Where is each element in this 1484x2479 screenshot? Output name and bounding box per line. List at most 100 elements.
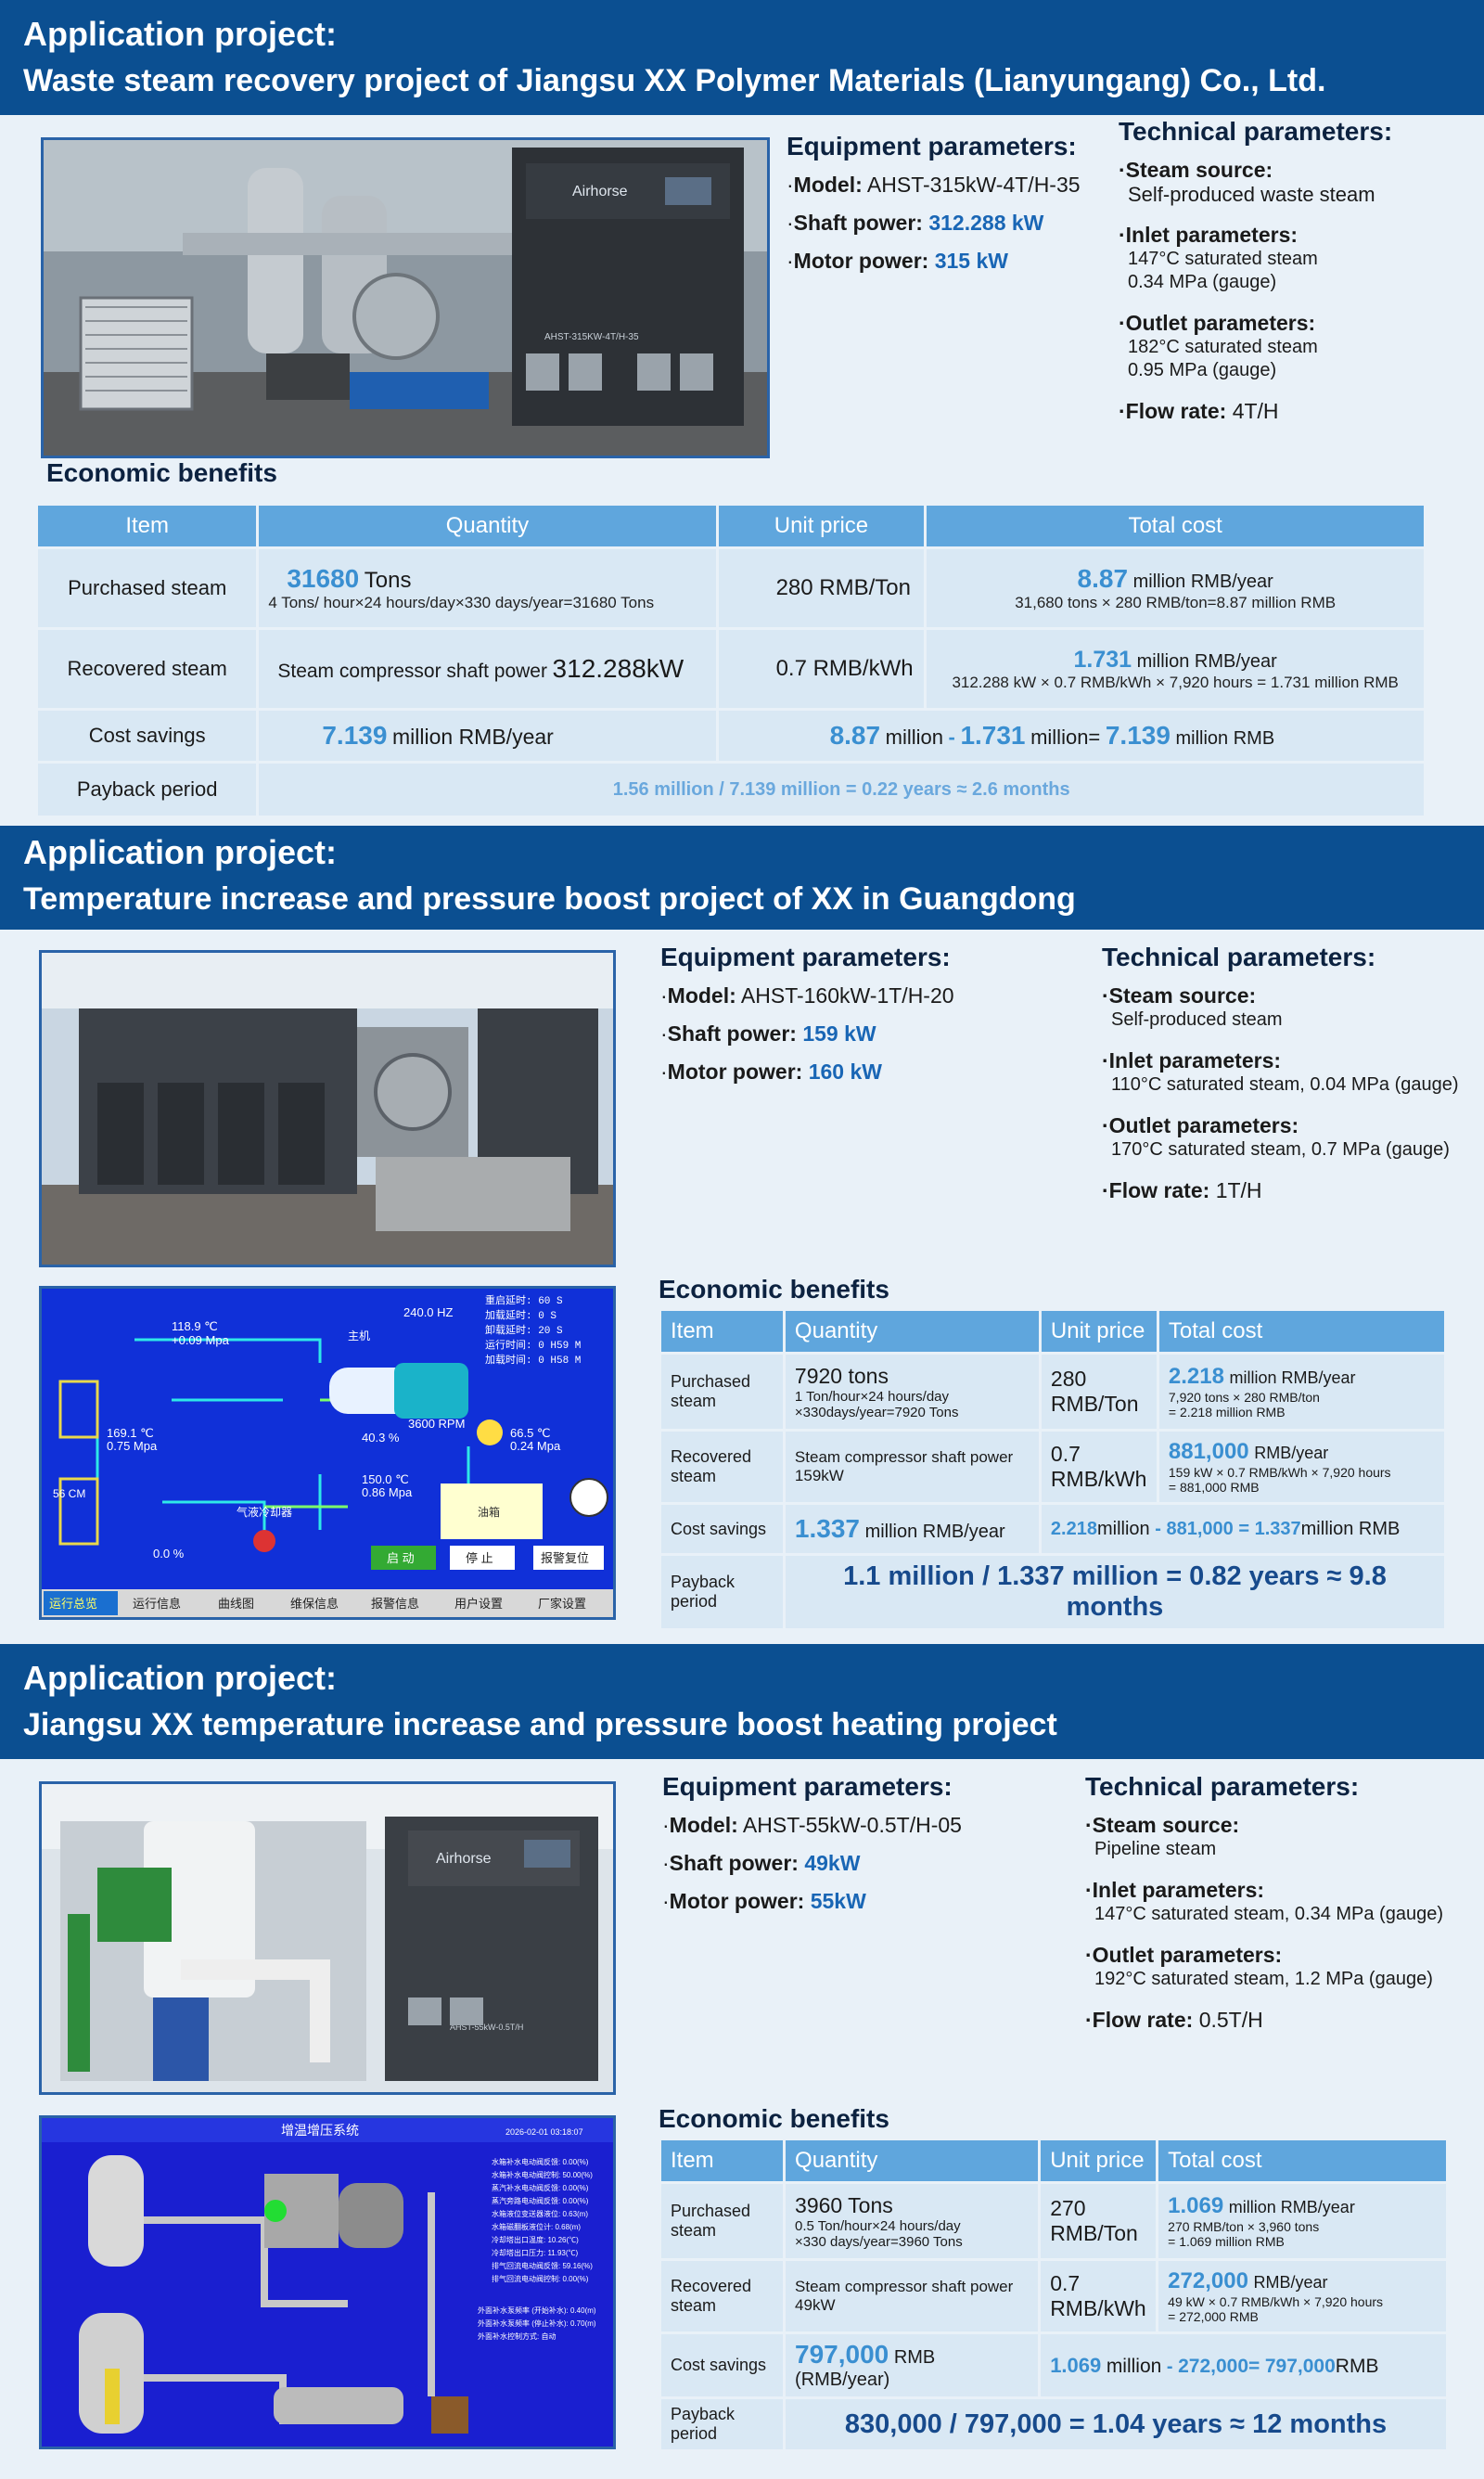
flow-item: ·Flow rate: 4T/H	[1119, 399, 1279, 423]
scada-reading: 排气回流电动阀反馈: 59.16(%)	[492, 2261, 593, 2270]
outlet-value-1: 170°C saturated steam, 0.7 MPa (gauge)	[1111, 1139, 1450, 1160]
recovered-total: 272,000 RMB/year 49 kW × 0.7 RMB/kWh × 7…	[1158, 2261, 1446, 2331]
project-2-heading: Application project:	[23, 833, 338, 871]
motor-power-row: ·Motor power: 160 kW	[660, 1060, 882, 1084]
col-total-cost: Total cost	[1158, 2140, 1446, 2181]
scada-reading: 水箱磁翻板液位计: 0.68(m)	[492, 2222, 581, 2231]
compressor-photo-illustration	[42, 953, 613, 1265]
scada-tab: 维保信息	[290, 1597, 339, 1611]
project-1-economic-title: Economic benefits	[46, 458, 277, 487]
model-value: AHST-160kW-1T/H-20	[740, 983, 954, 1008]
recovered-quantity: Steam compressor shaft power 49kW	[786, 2261, 1039, 2331]
scada-timer: 运行时间: 0 H59 M	[485, 1339, 581, 1352]
outlet-item: ·Outlet parameters: 170°C saturated stea…	[1102, 1113, 1482, 1162]
col-unit-price: Unit price	[1041, 1311, 1157, 1352]
table-row: Payback period 1.1 million / 1.337 milli…	[661, 1556, 1444, 1628]
steam-source-item: ·Steam source: Pipeline steam	[1085, 1813, 1482, 1861]
scada-reading: 外面补水泵频率 (开始补水): 0.40(m)	[478, 2306, 596, 2315]
project-1-equipment-params: Equipment parameters: ·Model: AHST-315kW…	[787, 132, 1102, 287]
motor-power-value: 55kW	[810, 1889, 866, 1913]
project-1-equipment-photo: Airhorse AHST-315KW-4T/H-35	[41, 137, 770, 458]
savings-calc: 1.069 million - 272,000= 797,000RMB	[1041, 2334, 1446, 2396]
motor-power-value: 160 kW	[808, 1060, 882, 1084]
recovered-quantity: Steam compressor shaft power 159kW	[785, 1432, 1039, 1502]
row-label: Recovered steam	[661, 1432, 783, 1502]
scada-reading: 油箱	[478, 1505, 500, 1519]
scada-reading: 气液冷却器	[237, 1505, 292, 1519]
model-value: AHST-315kW-4T/H-35	[866, 173, 1081, 197]
scada-reading: 水箱补水电动阀控制: 50.00(%)	[492, 2170, 593, 2179]
table-row: Recovered steam Steam compressor shaft p…	[661, 2261, 1446, 2331]
payback-value: 830,000 / 797,000 = 1.04 years ≈ 12 mont…	[786, 2399, 1446, 2449]
inlet-value-1: 147°C saturated steam, 0.34 MPa (gauge)	[1094, 1904, 1443, 1924]
project-1-banner: Application project: Waste steam recover…	[0, 0, 1484, 115]
scada-tab: 报警信息	[371, 1597, 419, 1611]
machine-brand-text: Airhorse	[572, 184, 628, 199]
project-2-technical-params: Technical parameters: ·Steam source: Sel…	[1102, 943, 1482, 1220]
project-2-scada-screen: 118.9 ℃ +0.09 Mpa 240.0 HZ 3600 RPM 40.3…	[39, 1286, 616, 1620]
scada-tab: 运行总览	[49, 1597, 97, 1611]
shaft-power-row: ·Shaft power: 159 kW	[660, 1021, 876, 1046]
purchased-total: 8.87 million RMB/year 31,680 tons × 280 …	[927, 549, 1424, 627]
project-3-economic-table: Item Quantity Unit price Total cost Purc…	[659, 2138, 1449, 2452]
table-row: Recovered steam Steam compressor shaft p…	[661, 1432, 1444, 1502]
recovered-unit-price: 0.7 RMB/kWh	[1041, 1432, 1157, 1502]
purchased-unit-price: 280 RMB/Ton	[1041, 1355, 1157, 1429]
scada-reading: 3600 RPM	[408, 1417, 465, 1431]
payback-value: 1.1 million / 1.337 million = 0.82 years…	[785, 1556, 1444, 1628]
project-2-equipment-params: Equipment parameters: ·Model: AHST-160kW…	[660, 943, 1050, 1098]
steam-source-value: Self-produced steam	[1111, 1009, 1283, 1030]
savings-calc: 2.218million - 881,000 = 1.337million RM…	[1041, 1505, 1444, 1553]
table-row: Cost savings 1.337 million RMB/year 2.21…	[661, 1505, 1444, 1553]
row-label: Cost savings	[661, 2334, 784, 2396]
row-label: Payback period	[38, 764, 257, 816]
row-label: Purchased steam	[661, 2184, 784, 2258]
scada-reading: 水箱液位变送器液位: 0.63(m)	[492, 2209, 588, 2218]
scada-tab: 厂家设置	[538, 1597, 586, 1611]
row-label: Recovered steam	[38, 630, 257, 708]
recovered-quantity: Steam compressor shaft power 312.288kW	[259, 630, 716, 708]
scada-reading: 150.0 ℃	[362, 1472, 409, 1486]
project-1-section: Airhorse AHST-315KW-4T/H-35 Equipment pa…	[0, 115, 1484, 826]
outlet-value-2: 0.95 MPa (gauge)	[1128, 360, 1277, 380]
project-3-section: Airhorse AHST-55kW-0.5T/H Equipment para…	[0, 1759, 1484, 2479]
outlet-item: ·Outlet parameters: 182°C saturated stea…	[1119, 311, 1480, 382]
scada-reading: 66.5 ℃	[510, 1426, 551, 1440]
machine-brand-text: Airhorse	[436, 1851, 492, 1867]
row-label: Purchased steam	[661, 1355, 783, 1429]
payback-value: 1.56 million / 7.139 million = 0.22 year…	[259, 764, 1424, 816]
savings-value: 7.139 million RMB/year	[259, 711, 716, 761]
col-quantity: Quantity	[259, 506, 716, 546]
purchased-unit-price: 270 RMB/Ton	[1041, 2184, 1157, 2258]
savings-value: 797,000 RMB (RMB/year)	[786, 2334, 1039, 2396]
table-header-row: Item Quantity Unit price Total cost	[661, 1311, 1444, 1352]
table-row: Cost savings 797,000 RMB (RMB/year) 1.06…	[661, 2334, 1446, 2396]
scada-reading: 169.1 ℃	[107, 1426, 154, 1440]
project-1-economic-table: Item Quantity Unit price Total cost Purc…	[35, 503, 1426, 818]
scada-timer: 卸载延时: 20 S	[485, 1323, 563, 1337]
outlet-value-1: 192°C saturated steam, 1.2 MPa (gauge)	[1094, 1969, 1433, 1989]
scada-reading: 外面补水控制方式: 自动	[478, 2331, 556, 2341]
col-item: Item	[661, 1311, 783, 1352]
col-quantity: Quantity	[786, 2140, 1039, 2181]
savings-value: 1.337 million RMB/year	[785, 1505, 1039, 1553]
col-unit-price: Unit price	[1041, 2140, 1157, 2181]
model-row: ·Model: AHST-160kW-1T/H-20	[660, 983, 954, 1008]
outlet-value-1: 182°C saturated steam	[1128, 337, 1318, 357]
flow-value: 1T/H	[1215, 1178, 1262, 1202]
col-item: Item	[661, 2140, 784, 2181]
col-total-cost: Total cost	[1158, 1311, 1444, 1352]
steam-source-item: ·Steam source: Self-produced waste steam	[1119, 158, 1480, 206]
project-1-technical-params: Technical parameters: ·Steam source: Sel…	[1119, 117, 1480, 441]
steam-source-value: Pipeline steam	[1094, 1839, 1217, 1859]
col-item: Item	[38, 506, 257, 546]
scada-reading: 排气回流电动阀控制: 0.00(%)	[492, 2274, 589, 2283]
scada-reading: 118.9 ℃	[172, 1319, 218, 1333]
technical-params-title: Technical parameters:	[1102, 943, 1376, 971]
purchased-quantity: 31680 Tons 4 Tons/ hour×24 hours/day×330…	[259, 549, 716, 627]
scada-reading: 蒸汽补水电动阀反馈: 0.00(%)	[492, 2183, 589, 2192]
scada-reading: 主机	[348, 1329, 370, 1342]
row-label: Payback period	[661, 1556, 783, 1628]
purchased-quantity: 3960 Tons 0.5 Ton/hour×24 hours/day ×330…	[786, 2184, 1039, 2258]
scada-timer: 加载时间: 0 H58 M	[485, 1354, 581, 1367]
